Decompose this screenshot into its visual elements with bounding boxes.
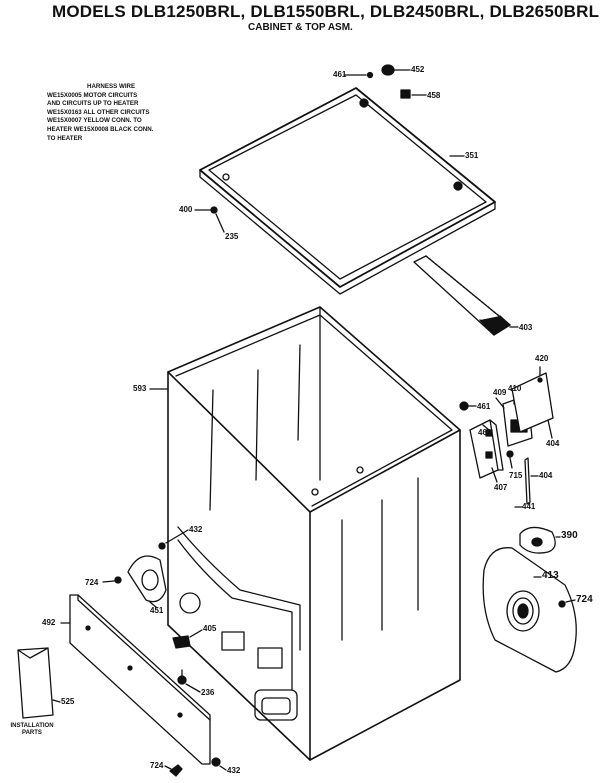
part-number-label: 400	[179, 205, 193, 214]
bottom-fasteners	[164, 757, 227, 777]
part-number-label: 492	[42, 618, 56, 627]
harness-note-line: HEATER WE15X0008 BLACK CONN.	[47, 125, 154, 133]
toe-kick-panel	[60, 594, 211, 765]
part-number-label: 407	[494, 483, 508, 492]
part-number-label: 403	[519, 323, 533, 332]
part-number-label: 724	[85, 578, 99, 587]
part-number-label: 525	[61, 697, 75, 706]
part-number-label: 432	[227, 766, 241, 775]
part-number-label: 420	[535, 354, 549, 363]
top-panel	[199, 87, 496, 295]
harness-note-line: TO HEATER	[47, 134, 83, 142]
part-number-label: 409	[493, 388, 507, 397]
part-number-label: 405	[203, 624, 217, 633]
motor-bracket	[102, 529, 189, 609]
part-number-label: 404	[539, 471, 553, 480]
part-number-label: 236	[201, 688, 215, 697]
harness-wire-note: HARNESS WIRE WE15X0005 MOTOR CIRCUITS AN…	[47, 83, 153, 143]
rear-duct-panel	[482, 547, 577, 673]
part-number-label: 715	[509, 471, 523, 480]
installation-parts-label: INSTALLATION PARTS	[10, 723, 54, 736]
part-number-label: 724	[150, 761, 164, 770]
part-number-label: 460	[478, 428, 492, 437]
part-number-label: 410	[508, 384, 522, 393]
bottom-clips	[172, 629, 203, 693]
bracket-rod	[506, 450, 539, 508]
harness-note-line: WE15X0007 YELLOW CONN. TO	[47, 117, 142, 125]
page-subtitle: CABINET & TOP ASM.	[248, 22, 353, 33]
part-number-label: 451	[150, 606, 164, 615]
side-bracket-404	[511, 366, 554, 439]
harness-note-line: AND CIRCUITS UP TO HEATER	[47, 100, 139, 108]
part-number-label: 351	[465, 151, 479, 160]
part-number-label: 432	[189, 525, 203, 534]
part-number-label: 441	[522, 502, 536, 511]
harness-note-line: WE15X0163 ALL OTHER CIRCUITS	[47, 108, 150, 116]
page-title: MODELS DLB1250BRL, DLB1550BRL, DLB2450BR…	[52, 2, 600, 21]
part-number-label: 461	[333, 70, 347, 79]
part-number-label: 458	[427, 91, 441, 100]
round-plate	[519, 526, 561, 554]
part-number-label: 452	[411, 65, 425, 74]
part-number-label: 404	[546, 439, 560, 448]
installation-parts-bag	[17, 647, 61, 719]
part-number-label: 461	[477, 402, 491, 411]
harness-note-line: WE15X0005 MOTOR CIRCUITS	[47, 91, 138, 99]
harness-note-heading: HARNESS WIRE	[87, 83, 136, 90]
part-number-label: 390	[561, 530, 578, 541]
cabinet	[149, 306, 461, 761]
part-number-label: 724	[576, 594, 593, 605]
part-number-label: 413	[542, 570, 559, 581]
part-number-label: 235	[225, 232, 239, 241]
top-hardware	[194, 64, 465, 233]
part-number-label: 593	[133, 384, 147, 393]
gasket-strip	[413, 255, 519, 336]
